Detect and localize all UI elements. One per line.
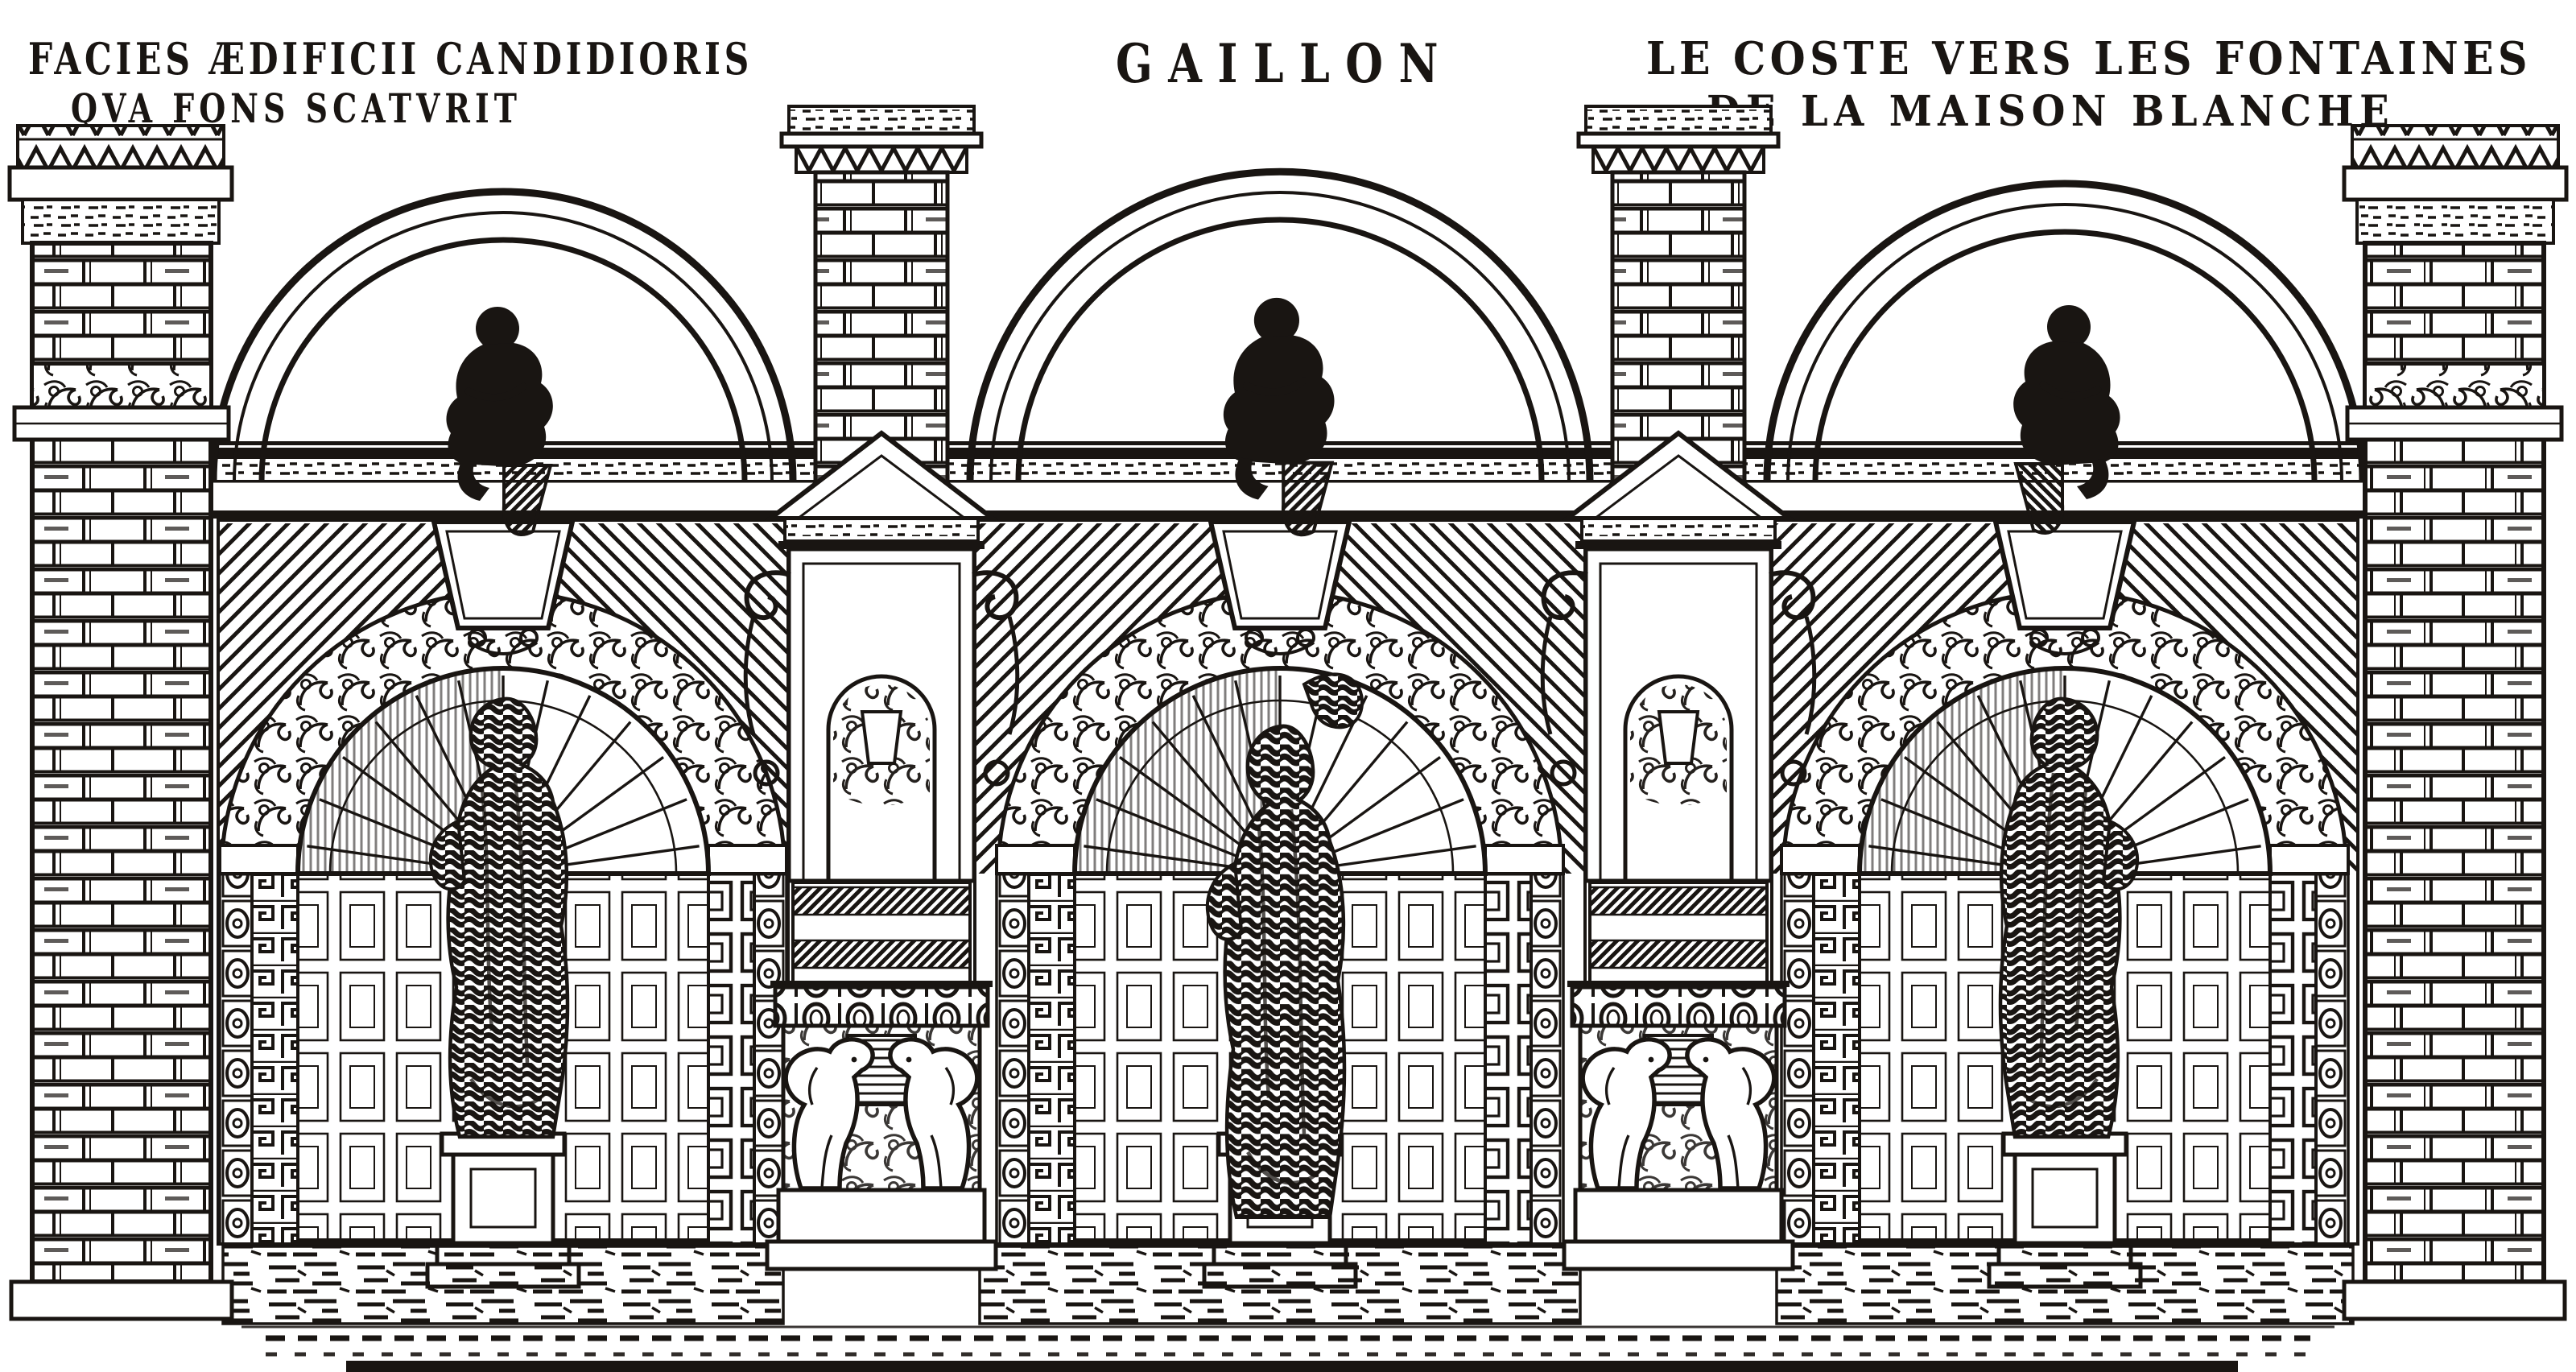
seated-putto-right [2013,305,2120,533]
outer-pillar-right [2344,126,2566,1319]
caption-right: LE COSTE VERS LES FONTAINES DE LA MAISON… [1646,32,2532,136]
caption-right-line1: LE COSTE VERS LES FONTAINES [1646,32,2532,85]
title-gaillon: GAILLON [1116,32,1454,95]
seated-putto-left [446,307,552,535]
base-rubble-band [221,1245,2355,1329]
ground-lines [266,1335,2310,1357]
baseline-bar [346,1361,2238,1372]
caption-right-line2: DE LA MAISON BLANCHE [1707,87,2395,136]
outer-pillar-left [10,126,232,1319]
caption-left: FACIES ÆDIFICII CANDIDIORIS QVA FONS SCA… [28,33,753,132]
seated-putto-center [1224,298,1335,535]
arcade-arches [209,167,2367,482]
caption-left-line1: FACIES ÆDIFICII CANDIDIORIS [28,33,753,85]
